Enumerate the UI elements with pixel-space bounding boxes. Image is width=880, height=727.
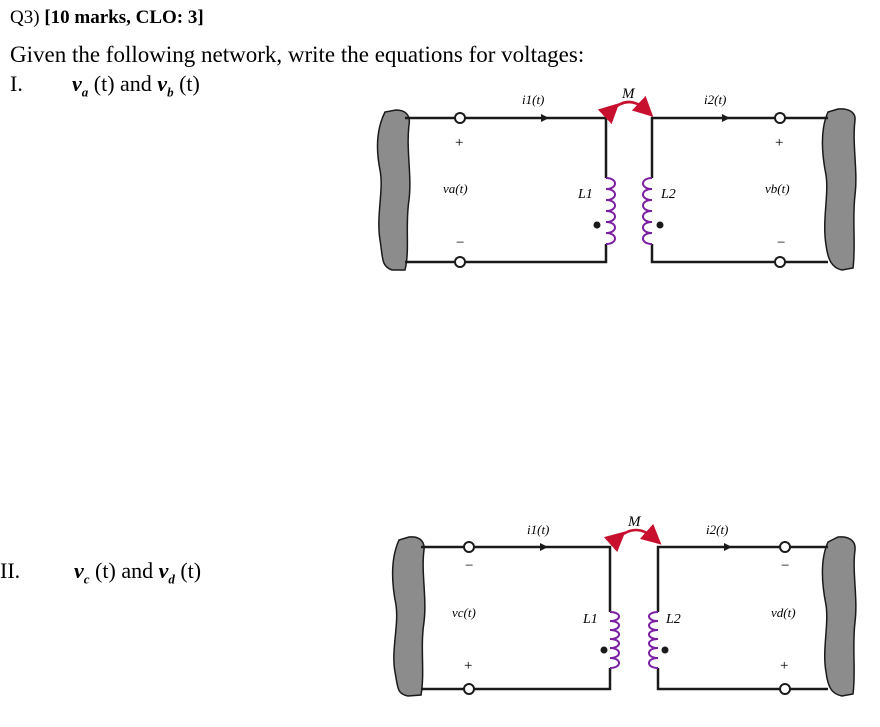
sign-left-bottom: −	[456, 235, 464, 251]
terminal-left-bottom-2	[463, 683, 475, 695]
part-2-time1: (t)	[95, 558, 116, 583]
sign-left-top: +	[455, 135, 463, 151]
part-1-time1: (t)	[93, 71, 115, 96]
question-marks: [10 marks, CLO: 3]	[44, 7, 204, 28]
part-2-time2: (t)	[180, 558, 202, 583]
part-1-and: and	[120, 71, 152, 96]
sign-right-bottom: −	[777, 235, 785, 251]
part-2-expression: vc (t) and vd (t)	[74, 558, 201, 587]
voltage-label-vb: vb(t)	[765, 181, 790, 196]
sign-right-top: +	[775, 135, 783, 151]
sign-left-bottom-2: +	[464, 658, 472, 674]
part-2-numeral: II.	[0, 558, 21, 583]
question-prompt: Given the following network, write the e…	[10, 42, 585, 67]
terminal-left-top	[454, 112, 466, 124]
current-arrowhead-i1	[541, 114, 549, 122]
inductor-l1-coil-2	[609, 611, 620, 669]
left-source-block	[376, 109, 411, 271]
inductor-l1-coil	[605, 177, 616, 245]
question-header: Q3) [10 marks, CLO: 3]	[10, 7, 204, 29]
polarity-dot-l2-2	[661, 646, 669, 654]
part-2-var2-sub: d	[168, 571, 175, 587]
voltage-label-vc: vc(t)	[452, 605, 476, 620]
right-loop-wire	[650, 116, 828, 264]
inductor-label-l2: L2	[660, 187, 676, 202]
circuit-1: M i1(t) i2(t) L1 L2 va(t) vb(t) + − + −	[376, 86, 857, 271]
inductor-label-l1: L1	[577, 187, 593, 202]
voltage-label-vd: vd(t)	[771, 605, 796, 620]
part-1-var1-sub: a	[81, 84, 89, 100]
current-label-i1-2: i1(t)	[527, 522, 549, 537]
current-label-i2-2: i2(t)	[706, 522, 728, 537]
mutual-arrow	[597, 95, 654, 125]
current-arrowhead-i1-2	[540, 543, 548, 551]
right-loop-wire-2	[656, 545, 828, 691]
current-arrowhead-i2	[722, 114, 730, 122]
terminal-left-top-2	[463, 541, 475, 553]
right-source-block	[821, 108, 857, 271]
polarity-dot-l1-2	[600, 646, 608, 654]
left-loop-wire-2	[421, 545, 612, 691]
inductor-label-l2-2: L2	[665, 612, 681, 627]
part-2-var1-sub: c	[83, 571, 90, 587]
voltage-label-va: va(t)	[443, 181, 468, 196]
mutual-label: M	[621, 86, 636, 102]
terminal-right-top	[774, 112, 786, 124]
inductor-l2-coil	[642, 177, 653, 245]
current-arrowhead-i2-2	[724, 543, 732, 551]
part-1-var2: v	[157, 71, 168, 96]
question-number: Q3)	[10, 7, 40, 28]
terminal-right-bottom-2	[779, 683, 791, 695]
inductor-l2-coil-2	[648, 611, 659, 669]
right-source-block-2	[821, 536, 857, 697]
current-label-i1: i1(t)	[522, 92, 544, 107]
inductor-label-l1-2: L1	[582, 612, 598, 627]
part-2-var1: v	[74, 558, 84, 583]
part-1-var2-sub: b	[167, 84, 174, 100]
sign-left-top-2: −	[465, 558, 473, 574]
part-1-expression: va (t) and vb (t)	[72, 71, 200, 100]
polarity-dot-l1	[593, 221, 601, 229]
mutual-arrow-2	[603, 523, 662, 553]
circuit-2: M i1(t) i2(t) L1 L2 vc(t) vd(t) − + − +	[391, 514, 857, 697]
mutual-label-2: M	[627, 514, 642, 530]
terminal-right-bottom	[774, 256, 786, 268]
part-2-and: and	[121, 558, 154, 583]
current-label-i2: i2(t)	[704, 92, 726, 107]
part-1-numeral: I.	[10, 71, 23, 96]
part-1-time2: (t)	[179, 71, 200, 96]
sign-right-top-2: −	[781, 558, 789, 574]
part-1-var1: v	[72, 71, 82, 96]
left-source-block-2	[391, 536, 426, 697]
terminal-left-bottom	[454, 256, 466, 268]
left-loop-wire	[405, 116, 608, 264]
part-2-var2: v	[158, 558, 169, 583]
polarity-dot-l2	[656, 221, 664, 229]
sign-right-bottom-2: +	[780, 658, 788, 674]
terminal-right-top-2	[779, 541, 791, 553]
